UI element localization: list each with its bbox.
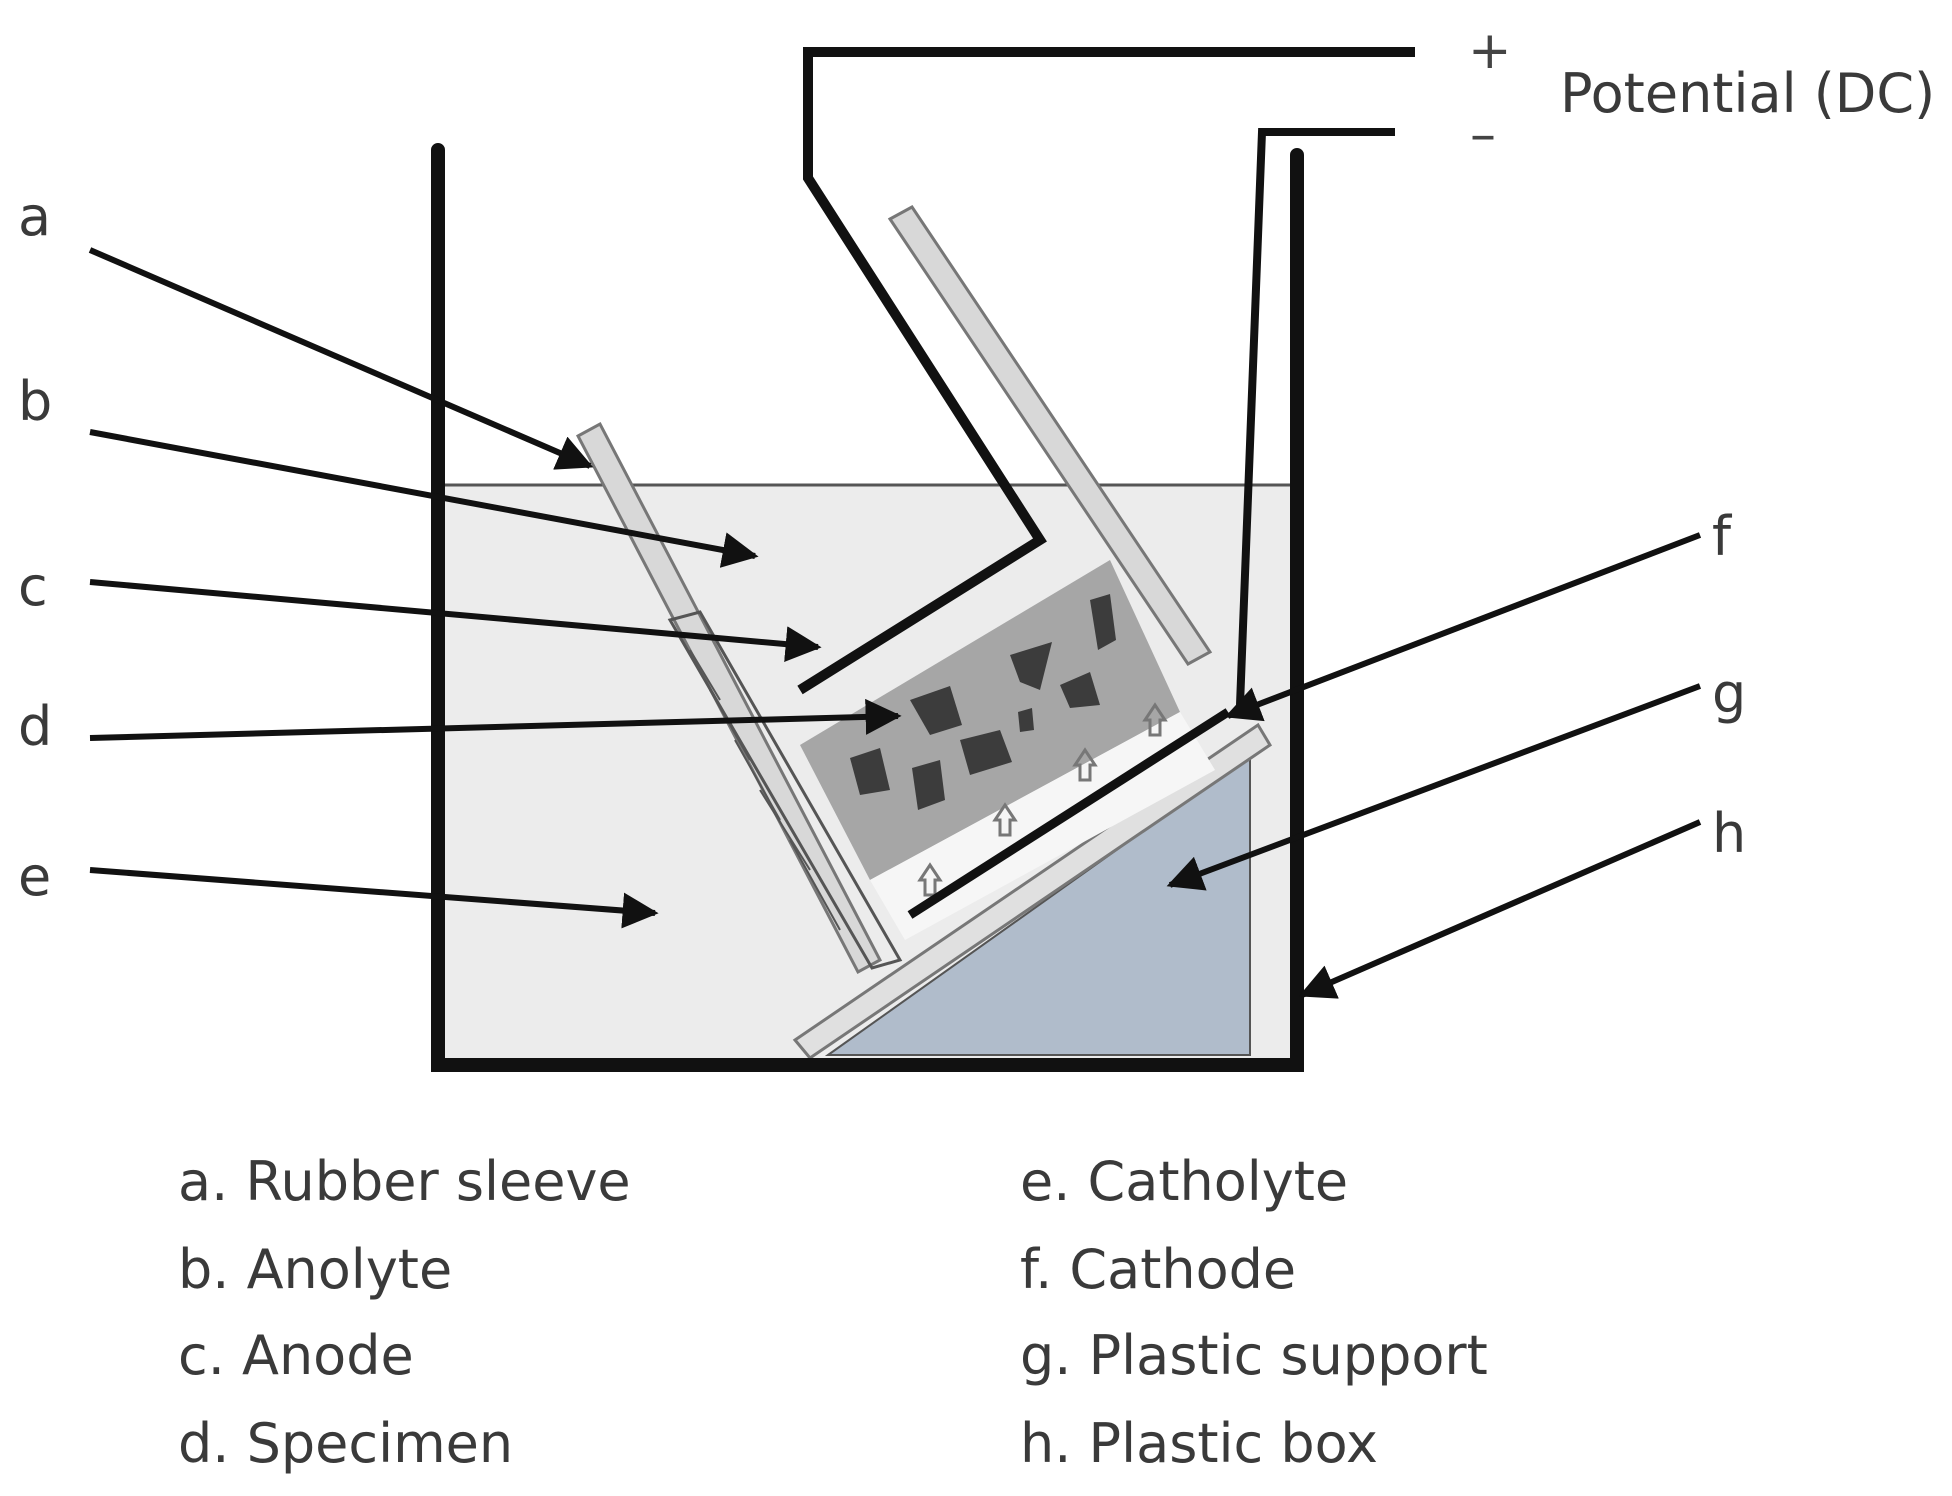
legend-item-b: b. Anolyte (178, 1238, 452, 1301)
callout-c: c (18, 555, 48, 618)
arrow-b (89, 429, 759, 568)
callout-f: f (1712, 505, 1733, 568)
legend-item-h: h. Plastic box (1020, 1412, 1378, 1475)
legend-item-e: e. Catholyte (1020, 1150, 1348, 1213)
arrow-e (89, 867, 659, 929)
frame-hatching (689, 649, 841, 931)
arrow-h (1298, 819, 1702, 999)
plastic-box (431, 143, 1304, 1072)
arrow-f (1224, 532, 1702, 722)
callout-d: d (18, 695, 52, 758)
callout-g: g (1712, 662, 1746, 725)
polarity-minus: – (1470, 105, 1496, 165)
legend-item-a: a. Rubber sleeve (178, 1150, 631, 1213)
callout-a: a (18, 185, 51, 248)
anode-wire (797, 47, 1415, 695)
migration-arrows (917, 702, 1168, 897)
arrow-c (89, 579, 822, 663)
cathode (907, 708, 1231, 919)
callout-arrows (88, 247, 1702, 999)
legend: a. Rubber sleeve b. Anolyte c. Anode d. … (178, 1150, 1488, 1475)
legend-item-f: f. Cathode (1020, 1238, 1296, 1301)
callout-b: b (18, 370, 52, 433)
callout-h: h (1712, 802, 1746, 865)
potential-label: Potential (DC) (1560, 62, 1935, 125)
arrow-a (88, 247, 594, 470)
polarity-plus: + (1468, 21, 1512, 81)
legend-item-d: d. Specimen (178, 1412, 513, 1475)
callout-e: e (18, 845, 51, 908)
cathode-wire (1236, 128, 1395, 706)
legend-item-g: g. Plastic support (1020, 1324, 1488, 1387)
specimen-fragments (850, 594, 1116, 810)
specimen-region (800, 560, 1180, 880)
arrow-g (1166, 683, 1702, 891)
cell-lower-frame (667, 610, 903, 970)
rubber-sleeve-right (887, 205, 1213, 666)
legend-item-c: c. Anode (178, 1324, 414, 1387)
arrow-d (89, 698, 902, 741)
